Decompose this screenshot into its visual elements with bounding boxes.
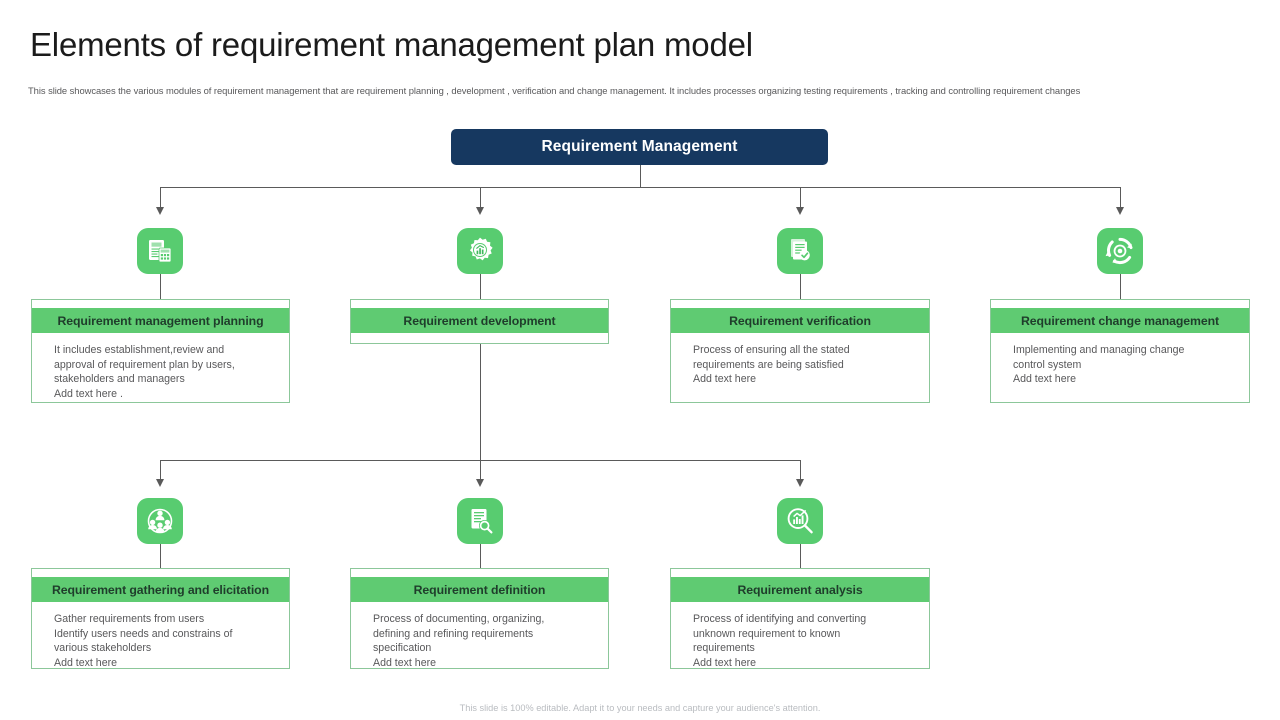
refresh-cycle-gear-icon [1105,237,1133,265]
stub-row1-2 [480,274,481,301]
root-node-requirement-management[interactable]: Requirement Management [451,129,828,165]
arrow-row1-4 [1116,207,1124,215]
card-body-line: Implementing and managing change [1013,344,1185,356]
stub-row1-3 [800,274,801,301]
card-header: Requirement gathering and elicitation [32,577,289,602]
connector-root-drop [640,165,641,188]
card-body-line: defining and refining requirements [373,627,534,640]
card-requirement-analysis[interactable]: Requirement analysis Process of identify… [670,568,930,669]
arrow-row1-3 [796,207,804,215]
card-body-line: Add text here [693,373,757,386]
card-title: Requirement change management [1021,313,1219,328]
connector-row1-bus [160,187,1121,188]
card-body-line: Gather requirements from users [54,613,205,625]
card-title: Requirement development [403,313,556,328]
card-title: Requirement verification [729,313,871,328]
page-title: Elements of requirement management plan … [30,26,753,63]
icon-tile-requirement-development[interactable] [457,228,503,274]
connector-row1-branch-1 [160,187,161,208]
connector-row2-branch-1 [160,460,161,481]
card-body-line: control system [1013,358,1082,371]
card-body: Process of ensuring all the stated requi… [671,333,929,397]
card-header: Requirement analysis [671,577,929,602]
chart-magnifier-icon [787,508,813,534]
footer-note: This slide is 100% editable. Adapt it to… [459,703,821,713]
report-calculator-icon [149,240,172,263]
stub-row2-2 [480,544,481,570]
card-body-line: requirements [693,642,755,655]
card-body-line: Identify users needs and constrains of [54,627,233,640]
card-title: Requirement analysis [737,582,863,597]
stub-row1-4 [1120,274,1121,301]
card-body-line: stakeholders and managers [54,373,185,386]
card-header: Requirement verification [671,308,929,333]
stub-row2-1 [160,544,161,570]
card-body-line: Add text here [54,656,118,669]
card-header: Requirement management planning [32,308,289,333]
connector-development-drop [480,344,481,461]
card-title: Requirement definition [413,582,546,597]
card-body-line: requirements are being satisfied [693,358,844,371]
icon-tile-requirement-verification[interactable] [777,228,823,274]
connector-row1-branch-4 [1120,187,1121,208]
card-requirement-change-management[interactable]: Requirement change management Implementi… [990,299,1250,403]
stub-row2-3 [800,544,801,570]
card-body-line: Process of identifying and converting [693,613,867,625]
connector-row1-branch-2 [480,187,481,208]
icon-tile-requirement-change-management[interactable] [1097,228,1143,274]
card-body-line: Process of ensuring all the stated [693,344,850,356]
root-node-label: Requirement Management [541,138,738,155]
arrow-row2-1 [156,479,164,487]
page-subtitle: This slide showcases the various modules… [28,85,1081,96]
card-header: Requirement change management [991,308,1249,333]
card-body: Gather requirements from users Identify … [32,602,289,680]
card-body-line: Add text here . [54,387,123,400]
card-title: Requirement gathering and elicitation [52,582,269,597]
icon-tile-requirement-definition[interactable] [457,498,503,544]
arrow-row1-1 [156,207,164,215]
card-title: Requirement management planning [57,313,264,328]
card-requirement-management-planning[interactable]: Requirement management planning It inclu… [31,299,290,403]
card-body-line: various stakeholders [54,642,152,655]
gear-chart-icon [469,237,493,261]
people-network-icon [147,508,173,534]
documents-stack-icon [791,239,810,261]
arrow-row2-2 [476,479,484,487]
icon-tile-requirement-management-planning[interactable] [137,228,183,274]
connector-row2-branch-2 [480,460,481,481]
card-requirement-gathering-and-elicitation[interactable]: Requirement gathering and elicitation Ga… [31,568,290,669]
card-header: Requirement development [351,308,608,333]
card-requirement-verification[interactable]: Requirement verification Process of ensu… [670,299,930,403]
connector-row2-branch-3 [800,460,801,481]
card-body: Process of identifying and converting un… [671,602,929,680]
card-requirement-development[interactable]: Requirement development [350,299,609,344]
card-header: Requirement definition [351,577,608,602]
card-body-line: unknown requirement to known [693,627,841,640]
card-body [351,333,608,355]
connector-row1-branch-3 [800,187,801,208]
arrow-row1-2 [476,207,484,215]
card-body-line: Add text here [1013,373,1077,386]
card-body-line: It includes establishment,review and [54,344,225,356]
card-body-line: Process of documenting, organizing, [373,613,545,625]
card-requirement-definition[interactable]: Requirement definition Process of docume… [350,568,609,669]
arrow-row2-3 [796,479,804,487]
icon-tile-requirement-analysis[interactable] [777,498,823,544]
card-body: Process of documenting, organizing, defi… [351,602,608,680]
card-body-line: Add text here [373,656,437,669]
document-search-icon [471,509,493,534]
card-body: Implementing and managing change control… [991,333,1249,397]
stub-row1-1 [160,274,161,301]
card-body-line: Add text here [693,656,757,669]
icon-tile-requirement-gathering-and-elicitation[interactable] [137,498,183,544]
card-body-line: approval of requirement plan by users, [54,358,235,371]
card-body: It includes establishment,review and app… [32,333,289,411]
card-body-line: specification [373,642,432,655]
